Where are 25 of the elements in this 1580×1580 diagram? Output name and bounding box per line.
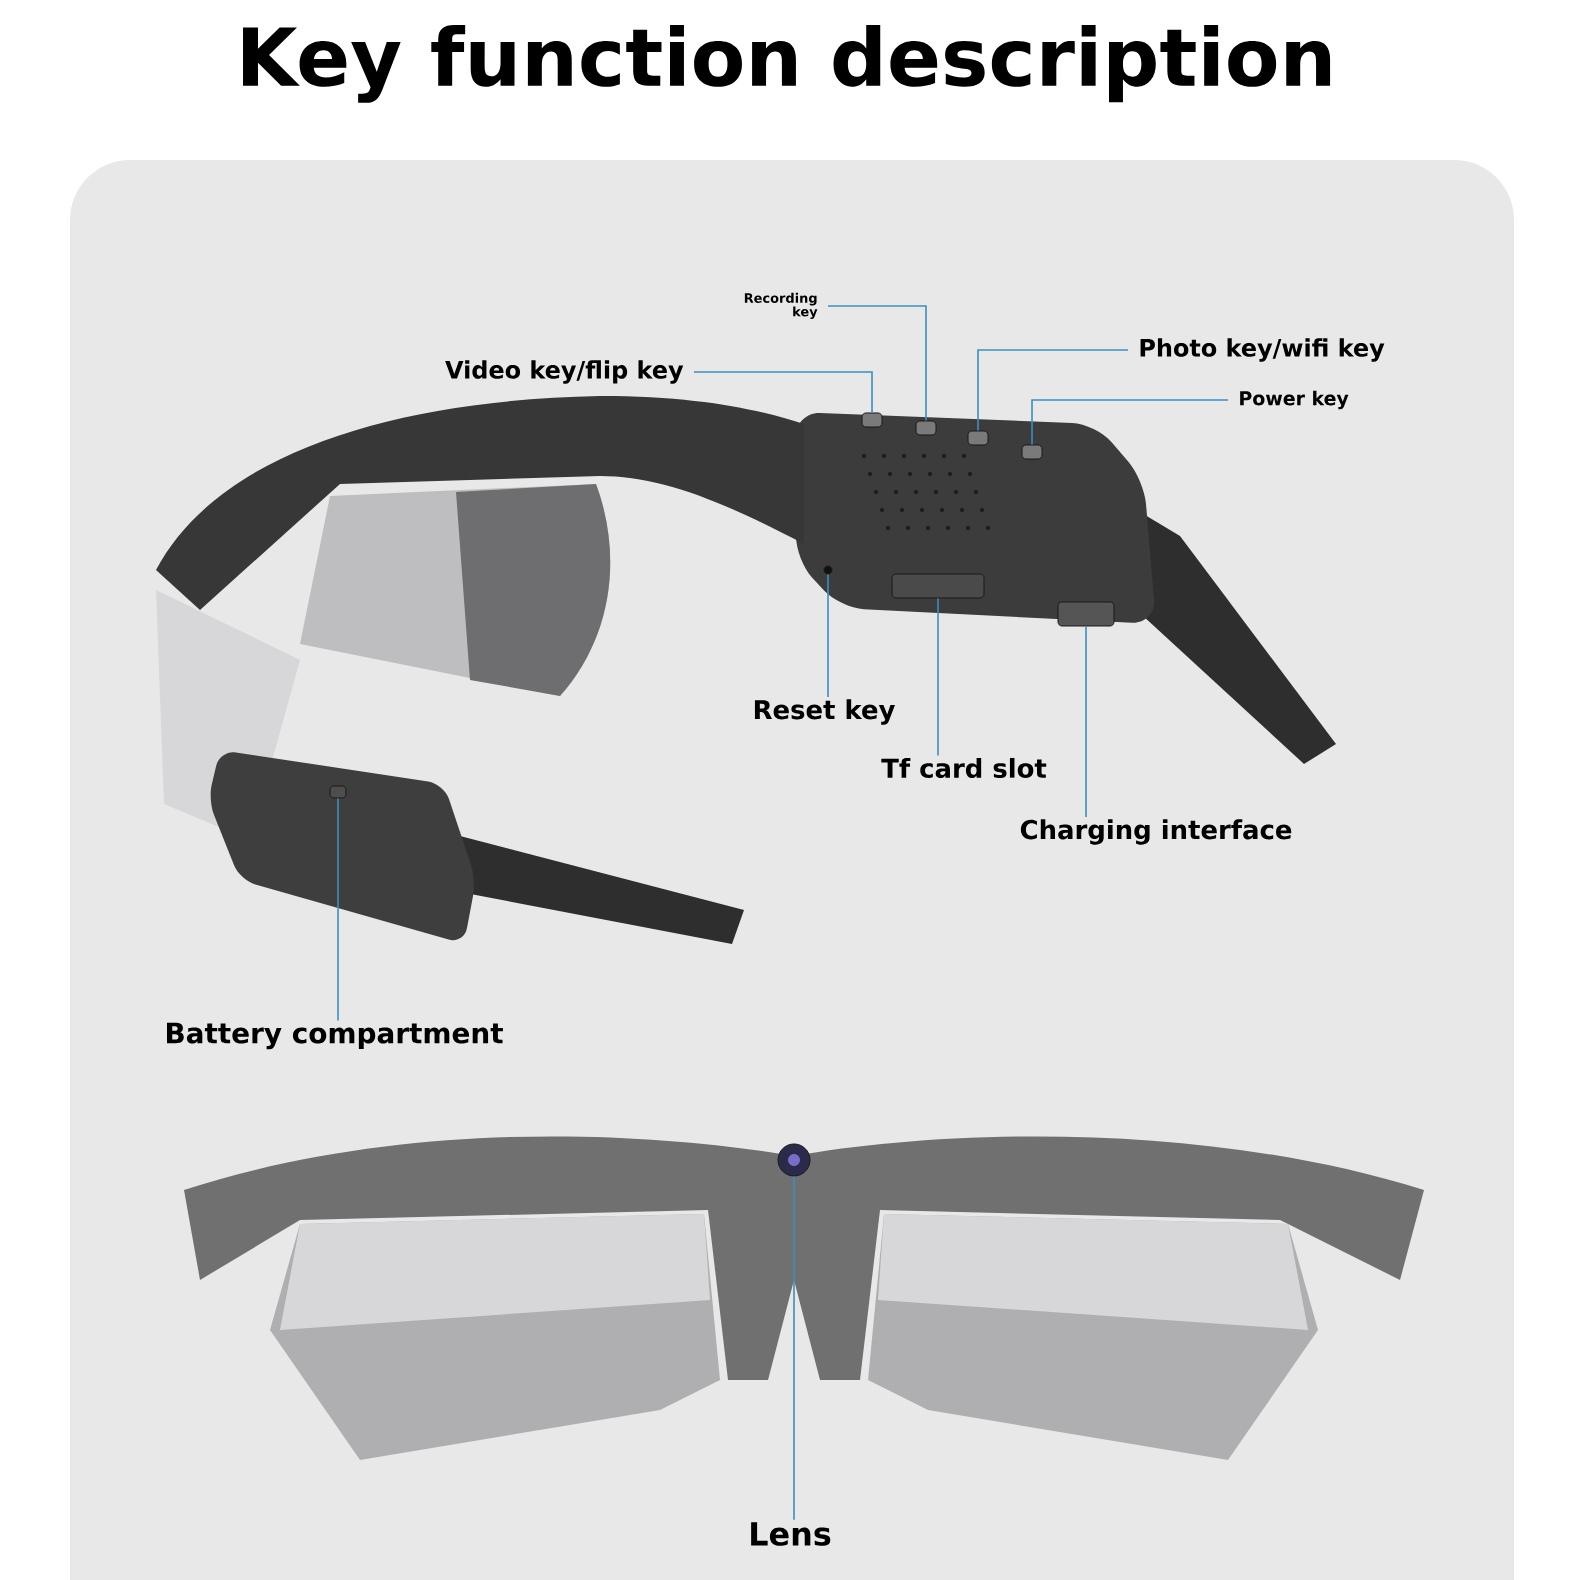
leader-line	[1085, 625, 1087, 818]
title: Key function description	[243, 25, 1331, 103]
device-part	[967, 430, 989, 446]
leader-line	[693, 371, 873, 414]
leader-line	[937, 597, 939, 757]
callout-label: Reset key	[754, 699, 895, 725]
callout-label: Photo key/wifi key	[1140, 338, 1385, 362]
reset-hole	[823, 565, 833, 575]
device-part	[891, 573, 985, 599]
device-part	[1021, 444, 1043, 460]
callout-label: Battery compartment	[167, 1022, 503, 1050]
device-part	[1057, 601, 1115, 627]
leader-line	[793, 1175, 795, 1521]
callout-label: Lens	[751, 1522, 831, 1546]
device-part	[329, 785, 347, 799]
device-part	[915, 420, 937, 436]
leader-line	[337, 797, 339, 1022]
leader-line	[977, 349, 1129, 432]
leader-line	[1031, 399, 1229, 446]
callout-label: Power key	[1240, 390, 1349, 410]
callout-label: Charging interface	[1020, 819, 1292, 845]
callout-label: Video key/flip key	[445, 360, 684, 384]
device-part	[861, 412, 883, 428]
leader-line	[827, 305, 927, 422]
callout-label: Tf card slot	[881, 757, 1047, 778]
